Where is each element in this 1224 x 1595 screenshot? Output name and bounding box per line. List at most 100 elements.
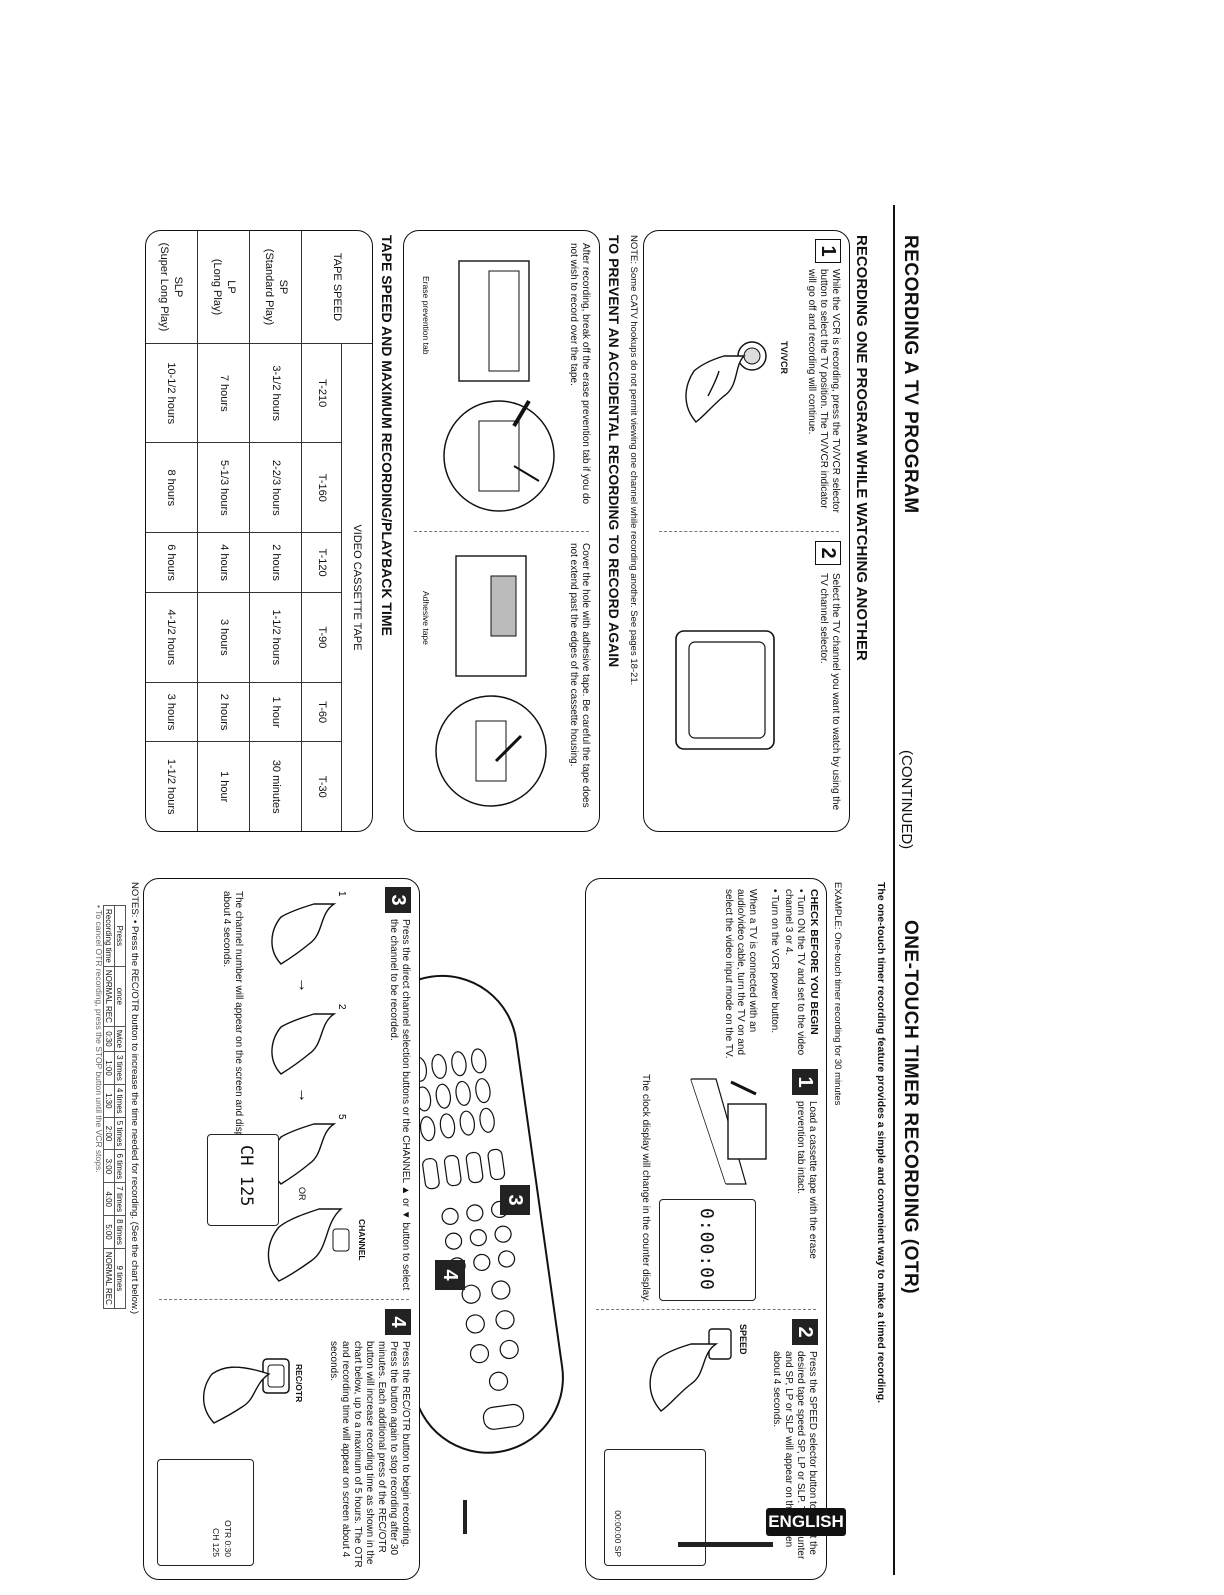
erase-tab-panel: After recording, break off the erase pre… bbox=[403, 230, 600, 832]
otr-example: EXAMPLE: One-touch timer recording for 3… bbox=[832, 882, 843, 1106]
time-cell: 2-2/3 hours bbox=[249, 442, 302, 533]
table-row: SP(Standard Play) 3-1/2 hours 2-2/3 hour… bbox=[249, 231, 302, 831]
time-cell: 3 hours bbox=[197, 592, 250, 683]
otr-steps-1-2-panel: CHECK BEFORE YOU BEGIN • Turn ON the TV … bbox=[585, 878, 827, 1580]
screen-channel-text: CH 125 bbox=[211, 1528, 221, 1557]
check-heading: CHECK BEFORE YOU BEGIN bbox=[808, 889, 820, 1035]
otr-steps-3-4-panel: 3 Press the direct channel selection but… bbox=[143, 878, 420, 1580]
time-cell: 10-1/2 hours bbox=[146, 343, 198, 443]
cassette-adhesive-tape-illustration bbox=[435, 555, 547, 807]
chart-cell: 0:30 bbox=[103, 1026, 115, 1052]
chart-head-cell: Press bbox=[114, 905, 126, 967]
chart-cell: 1:00 bbox=[103, 1051, 115, 1085]
table-row: Recording time NORMAL REC 0:30 1:00 1:30… bbox=[103, 905, 115, 1309]
footer-bar bbox=[678, 1542, 773, 1547]
speed-cell: LP(Long Play) bbox=[197, 231, 250, 344]
table-row: LP(Long Play) 7 hours 5-1/3 hours 4 hour… bbox=[197, 231, 250, 831]
tape-type-cell: T-30 bbox=[302, 741, 342, 831]
table-row: SLP(Super Long Play) 10-1/2 hours 8 hour… bbox=[146, 231, 198, 831]
time-cell: 1-1/2 hours bbox=[146, 741, 198, 831]
time-cell: 2 hours bbox=[249, 532, 302, 593]
chart-head-cell: 6 times bbox=[114, 1149, 126, 1183]
page-title: RECORDING A TV PROGRAM bbox=[900, 235, 921, 514]
svg-text:2: 2 bbox=[336, 1004, 347, 1010]
otr-title: ONE-TOUCH TIMER RECORDING (OTR) bbox=[900, 920, 921, 1295]
chart-cell: NORMAL REC bbox=[103, 966, 115, 1027]
otr-step1-caption: The clock display will change in the cou… bbox=[640, 1074, 651, 1303]
tvvcr-button-label: TV/VCR bbox=[779, 341, 789, 375]
time-cell: 4 hours bbox=[197, 532, 250, 593]
time-cell: 30 minutes bbox=[249, 741, 302, 831]
prevent-text: After recording, break off the erase pre… bbox=[568, 243, 591, 505]
language-badge: ENGLISH bbox=[766, 1508, 846, 1536]
continued-label: (CONTINUED) bbox=[898, 750, 915, 850]
svg-text:1: 1 bbox=[336, 891, 347, 897]
panel-divider bbox=[596, 1309, 816, 1311]
vcr-cassette-insert-icon bbox=[690, 1078, 767, 1185]
remote-callout-4: 4 bbox=[435, 1260, 465, 1290]
step-number: 1 bbox=[815, 239, 841, 263]
channel-display: CH 125 bbox=[207, 1134, 279, 1226]
record-again-heading: TO RECORD AGAIN bbox=[606, 535, 622, 668]
time-cell: 5-1/3 hours bbox=[197, 442, 250, 533]
video-cassette-header: VIDEO CASSETTE TAPE bbox=[342, 343, 372, 831]
speed-cell: SP(Standard Play) bbox=[249, 231, 302, 344]
or-label: OR bbox=[297, 1187, 307, 1201]
hand-press-icon bbox=[649, 1328, 732, 1412]
otr-step2-text: Press the SPEED selector button to selec… bbox=[771, 1351, 818, 1560]
tv-screen: OTR 0:30 CH 125 bbox=[157, 1459, 254, 1566]
step-number: 1 bbox=[792, 1069, 818, 1095]
svg-text:5: 5 bbox=[336, 1114, 347, 1120]
chart-head-cell: 4 times bbox=[114, 1084, 126, 1118]
check-item-2: • Turn on the VCR power button. bbox=[769, 889, 780, 1034]
rec-otr-button-label: REC/OTR bbox=[294, 1364, 304, 1403]
otr-step4-text: Press the REC/OTR button to begin record… bbox=[328, 1341, 411, 1568]
catv-note: NOTE: Some CATV hookups do not permit vi… bbox=[628, 235, 639, 686]
otr-notes-line2: • To cancel OTR recording, press the STO… bbox=[94, 905, 104, 1173]
chart-cell: 3:00 bbox=[103, 1149, 115, 1183]
tape-type-cell: T-60 bbox=[302, 682, 342, 742]
otr-intro: The one-touch timer recording feature pr… bbox=[875, 882, 887, 1404]
step1-text: While the VCR is recording, press the TV… bbox=[806, 269, 841, 513]
chart-cell: 2:00 bbox=[103, 1117, 115, 1150]
check-item-1: • Turn ON the TV and set to the video ch… bbox=[783, 889, 806, 1056]
hand-press-icon bbox=[202, 1358, 290, 1424]
tape-type-cell: T-120 bbox=[302, 532, 342, 593]
otr-notes-line1: NOTES: • Press the REC/OTR button to inc… bbox=[129, 882, 140, 1315]
channel-select-hands-icon: 1 → 2 → 5 bbox=[267, 891, 350, 1282]
tape-type-cell: T-210 bbox=[302, 343, 342, 443]
panel-divider bbox=[159, 1299, 409, 1301]
record-again-text: Cover the hole with adhesive tape. Be ca… bbox=[568, 543, 591, 808]
chart-cell: Recording time bbox=[103, 905, 115, 967]
otr-step1-text: Load a cassette tape with the erase prev… bbox=[795, 1101, 818, 1259]
speed-button-label: SPEED bbox=[738, 1324, 748, 1355]
screen-otr-text: OTR 0:30 bbox=[223, 1520, 233, 1557]
chart-head-cell: 5 times bbox=[114, 1117, 126, 1150]
svg-text:→: → bbox=[295, 1087, 312, 1103]
prevent-heading: TO PREVENT AN ACCIDENTAL RECORDING bbox=[606, 235, 622, 531]
otr-press-chart: Press once twice 3 times 4 times 5 times… bbox=[103, 905, 126, 1309]
tape-type-cell: T-90 bbox=[302, 592, 342, 683]
time-cell: 4-1/2 hours bbox=[146, 592, 198, 683]
chart-head-cell: 3 times bbox=[114, 1051, 126, 1085]
table-row: Press once twice 3 times 4 times 5 times… bbox=[114, 905, 126, 1309]
screen-text: 00:00:00 SP bbox=[613, 1510, 623, 1557]
tape-speed-header: TAPE SPEED bbox=[302, 231, 372, 344]
counter-value: 0:00:00 bbox=[696, 1208, 717, 1291]
time-cell: 1 hour bbox=[197, 741, 250, 831]
time-cell: 7 hours bbox=[197, 343, 250, 443]
title-rule bbox=[893, 205, 895, 1575]
otr-step3-caption: The channel number will appear on the sc… bbox=[221, 891, 244, 1151]
chart-head-cell: 9 times bbox=[114, 1248, 126, 1309]
time-cell: 3-1/2 hours bbox=[249, 343, 302, 443]
speed-cell: SLP(Super Long Play) bbox=[146, 231, 198, 344]
otr-step3-text: Press the direct channel selection butto… bbox=[388, 919, 411, 1291]
time-cell: 8 hours bbox=[146, 442, 198, 533]
time-cell: 1 hour bbox=[249, 682, 302, 742]
time-cell: 3 hours bbox=[146, 682, 198, 742]
footer-tick bbox=[463, 1500, 467, 1534]
tape-speed-heading: TAPE SPEED AND MAXIMUM RECORDING/PLAYBAC… bbox=[379, 235, 395, 636]
time-cell: 2 hours bbox=[197, 682, 250, 742]
chart-head-cell: once bbox=[114, 966, 126, 1027]
tape-speed-panel: TAPE SPEED VIDEO CASSETTE TAPE T-210 T-1… bbox=[145, 230, 373, 832]
